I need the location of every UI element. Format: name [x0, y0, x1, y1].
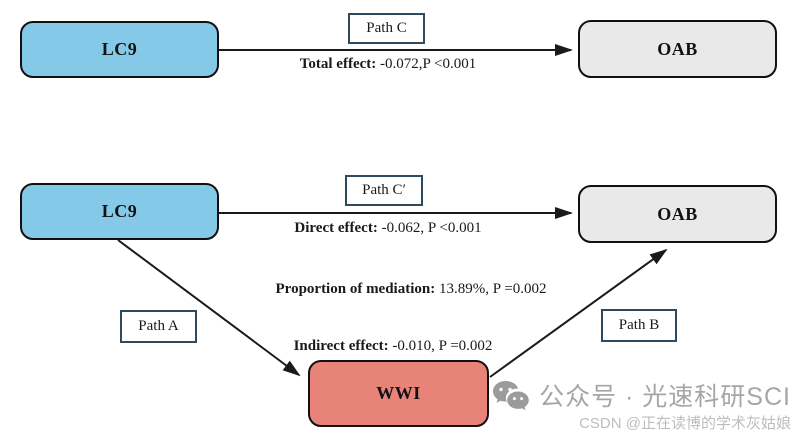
predictor-box-total: LC9 — [20, 21, 219, 78]
watermark: 公众号 · 光速科研SCI CSDN @正在读博的学术灰姑娘 — [491, 379, 791, 432]
indirect-effect-text: Indirect effect: -0.010, P =0.002 — [248, 338, 538, 355]
outcome-label-mediation: OAB — [657, 203, 698, 224]
path-c-label: Path C — [366, 20, 407, 36]
proportion-value: 13.89%, P =0.002 — [435, 281, 547, 297]
proportion-of-mediation-text: Proportion of mediation: 13.89%, P =0.00… — [261, 281, 561, 298]
predictor-label-mediation: LC9 — [101, 201, 138, 221]
predictor-box-mediation: LC9 — [20, 183, 219, 240]
path-c-label-box: Path C — [348, 13, 425, 44]
outcome-box-mediation: OAB — [578, 185, 777, 243]
watermark-wechat-text: 公众号 · 光速科研SCI — [539, 383, 791, 412]
mediator-label: WWI — [376, 383, 421, 403]
total-effect-value: -0.072,P <0.001 — [376, 56, 477, 72]
path-c-prime-label-box: Path C′ — [345, 175, 423, 206]
mediator-box: WWI — [308, 360, 489, 427]
wechat-icon — [491, 379, 531, 415]
proportion-label: Proportion of mediation: — [275, 281, 436, 297]
total-effect-text: Total effect: -0.072,P <0.001 — [243, 56, 533, 73]
total-effect-label: Total effect: — [299, 56, 377, 72]
direct-effect-value: -0.062, P <0.001 — [377, 220, 482, 236]
path-c-prime-label: Path C′ — [362, 182, 406, 198]
watermark-csdn-text: CSDN @正在读博的学术灰姑娘 — [579, 415, 791, 433]
indirect-effect-label: Indirect effect: — [293, 338, 389, 354]
outcome-box-total: OAB — [578, 20, 777, 78]
outcome-label-total: OAB — [657, 38, 698, 59]
indirect-effect-value: -0.010, P =0.002 — [388, 338, 493, 354]
predictor-label-total: LC9 — [101, 39, 138, 59]
path-b-label: Path B — [618, 317, 660, 333]
path-b-label-box: Path B — [601, 309, 677, 342]
direct-effect-text: Direct effect: -0.062, P <0.001 — [243, 220, 533, 237]
direct-effect-label: Direct effect: — [294, 220, 378, 236]
path-a-label-box: Path A — [120, 310, 197, 343]
path-a-label: Path A — [138, 318, 179, 334]
